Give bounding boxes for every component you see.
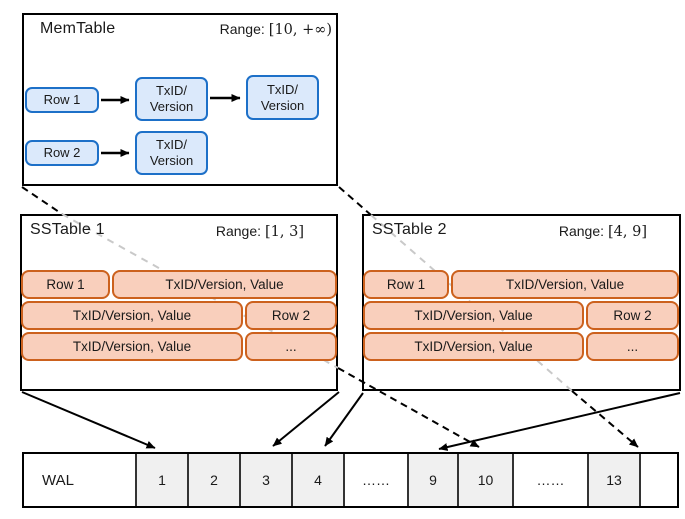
sstable2-title: SSTable 2	[372, 221, 447, 238]
memtable-version-node-3: TxID/ Version	[135, 131, 208, 175]
wal-cell-13: 13	[587, 454, 639, 506]
sstable1-range: Range:[1, 3]	[150, 223, 304, 240]
sstable1-value-label-2: TxID/Version, Value	[72, 308, 192, 323]
version-node-line2: Version	[260, 97, 305, 113]
wal-cell-ellipsis-2: ……	[512, 454, 587, 506]
sstable2-range-label: Range:	[558, 223, 605, 239]
arrow-sstable1-to-wal1-icon	[21, 391, 156, 449]
memtable-range: Range:[10, +∞)	[160, 21, 332, 38]
wal-cell-empty	[639, 454, 677, 506]
sstable2-value-label-2: TxID/Version, Value	[414, 308, 533, 323]
sstable1-title: SSTable 1	[30, 221, 105, 238]
sstable2-row1-label: Row 1	[386, 277, 426, 292]
wal-cell-3: 3	[239, 454, 291, 506]
sstable2-range: Range:[4, 9]	[492, 223, 647, 240]
dashed-memtable-to-wal10-segment1-icon	[21, 186, 63, 215]
wal-cell-4: 4	[291, 454, 343, 506]
sstable2-range-value: [4, 9]	[608, 224, 647, 240]
arrow-sstable1-to-wal3-icon	[272, 391, 340, 447]
sstable2-value-node-1: TxID/Version, Value	[451, 270, 679, 299]
sstable2-row1-node: Row 1	[363, 270, 449, 299]
sstable1-value-node-3: TxID/Version, Value	[21, 332, 243, 361]
memtable-range-value: [10, +∞)	[268, 22, 332, 38]
wal-label: WAL	[42, 471, 74, 489]
wal-cell-ellipsis-1: ……	[343, 454, 407, 506]
sstable2-ellipsis-node: ...	[586, 332, 679, 361]
memtable-range-label: Range:	[219, 21, 265, 37]
memtable-version-node-2: TxID/ Version	[246, 75, 319, 120]
dashed-memtable-to-wal13-arrow-icon	[571, 390, 639, 448]
version-node-line1: TxID/	[155, 137, 188, 153]
arrow-sstable2-to-wal9-icon	[438, 392, 681, 451]
version-node-line1: TxID/	[266, 81, 299, 97]
wal-cell-10: 10	[457, 454, 512, 506]
memtable-row1-label: Row 1	[43, 92, 81, 108]
memtable-title: MemTable	[40, 20, 116, 37]
sstable1-row2-label: Row 2	[271, 308, 311, 323]
sstable2-value-label-3: TxID/Version, Value	[414, 339, 533, 354]
sstable1-value-label-3: TxID/Version, Value	[72, 339, 192, 354]
sstable1-range-value: [1, 3]	[265, 224, 304, 240]
sstable1-range-label: Range:	[215, 223, 262, 239]
arrow-sstable2-to-wal4-icon	[324, 392, 364, 447]
sstable1-value-label-1: TxID/Version, Value	[165, 277, 284, 292]
memtable-row1-node: Row 1	[25, 87, 99, 113]
dashed-memtable-to-wal13-segment1-icon	[338, 186, 372, 216]
wal-bar: WAL 1 2 3 4 …… 9 10 …… 13	[22, 452, 679, 508]
wal-cell-9: 9	[407, 454, 457, 506]
sstable2-row2-node: Row 2	[586, 301, 679, 330]
sstable1-row1-label: Row 1	[46, 277, 85, 292]
sstable1-value-node-2: TxID/Version, Value	[21, 301, 243, 330]
version-node-line2: Version	[149, 153, 194, 168]
wal-cell-2: 2	[187, 454, 239, 506]
version-node-line2: Version	[149, 99, 194, 114]
memtable-row2-node: Row 2	[25, 140, 99, 166]
wal-cell-1: 1	[135, 454, 187, 506]
memtable-row2-label: Row 2	[43, 145, 81, 161]
sstable2-ellipsis-label: ...	[626, 339, 639, 354]
sstable1-row2-node: Row 2	[245, 301, 337, 330]
sstable1-row1-node: Row 1	[21, 270, 110, 299]
sstable2-row2-label: Row 2	[613, 308, 652, 323]
sstable1-ellipsis-label: ...	[285, 339, 297, 354]
version-node-line1: TxID/	[155, 83, 188, 99]
sstable2-value-node-3: TxID/Version, Value	[363, 332, 584, 361]
memtable-version-node-1: TxID/ Version	[135, 77, 208, 121]
sstable2-value-node-2: TxID/Version, Value	[363, 301, 584, 330]
sstable1-ellipsis-node: ...	[245, 332, 337, 361]
sstable2-value-label-1: TxID/Version, Value	[505, 277, 625, 292]
sstable1-value-node-1: TxID/Version, Value	[112, 270, 337, 299]
